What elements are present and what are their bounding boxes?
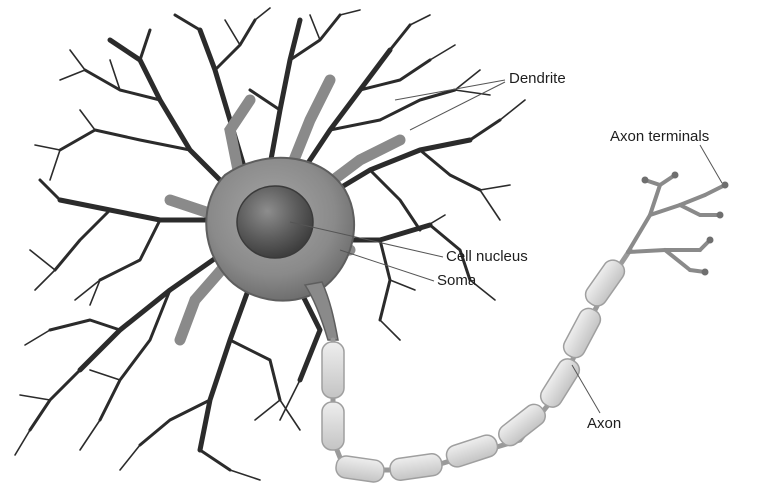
label-soma: Soma: [437, 272, 476, 289]
axon-terminals: [628, 175, 725, 272]
label-dendrite: Dendrite: [509, 70, 566, 87]
myelin-sheath: [322, 256, 628, 483]
cell-nucleus: [237, 186, 313, 258]
axon-terminal-buttons: [642, 172, 729, 276]
label-axon: Axon: [587, 415, 621, 432]
leader-soma: [340, 250, 434, 281]
leader-dendrite-2: [410, 82, 505, 130]
leader-axon: [572, 365, 600, 413]
label-axon-terminals: Axon terminals: [610, 128, 709, 145]
label-cell-nucleus: Cell nucleus: [446, 248, 528, 265]
leader-axon-terminals: [700, 145, 722, 183]
